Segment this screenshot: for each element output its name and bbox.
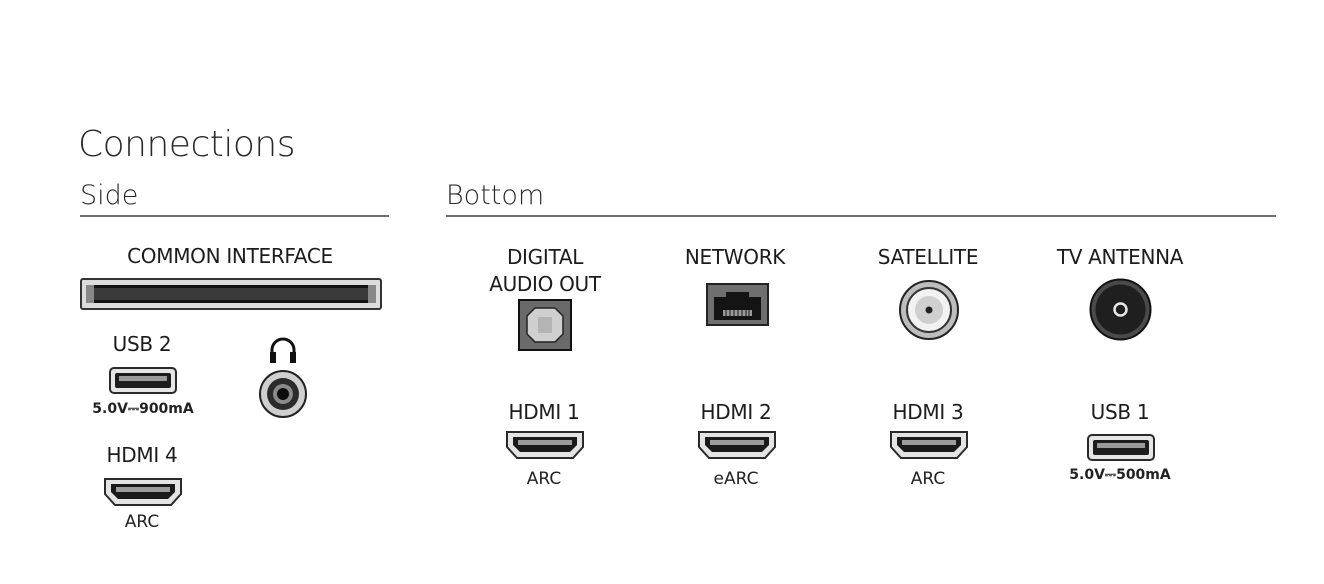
ethernet-port-icon xyxy=(706,283,769,326)
hdmi1-label: HDMI 1 xyxy=(508,400,580,424)
page-title: Connections xyxy=(78,124,295,165)
side-divider xyxy=(80,215,389,217)
hdmi1-mode: ARC xyxy=(526,469,562,489)
satellite-port-icon xyxy=(898,279,960,341)
usb1-power-spec: 5.0V⎓500mA xyxy=(1069,467,1171,483)
hdmi2-label: HDMI 2 xyxy=(700,400,772,424)
optical-port-icon xyxy=(518,299,572,351)
hdmi-port-icon xyxy=(504,429,586,461)
hdmi2-mode: eARC xyxy=(713,469,759,489)
hdmi3-label: HDMI 3 xyxy=(892,400,964,424)
section-heading-side: Side xyxy=(80,180,139,211)
hdmi4-mode: ARC xyxy=(124,512,160,532)
hdmi3-mode: ARC xyxy=(910,469,946,489)
satellite-label: SATELLITE xyxy=(877,245,979,269)
usb1-label: USB 1 xyxy=(1090,400,1150,424)
audio-jack-icon xyxy=(258,369,308,419)
section-heading-bottom: Bottom xyxy=(446,180,545,211)
antenna-port-icon xyxy=(1089,278,1152,341)
hdmi4-label: HDMI 4 xyxy=(106,443,178,467)
hdmi-port-icon xyxy=(696,429,778,461)
network-label: NETWORK xyxy=(684,245,786,269)
bottom-divider xyxy=(446,215,1276,217)
usb-port-icon xyxy=(1087,434,1155,461)
ci-slot-icon xyxy=(80,278,382,310)
hdmi-port-icon xyxy=(888,429,970,461)
tv-antenna-label: TV ANTENNA xyxy=(1056,245,1184,269)
usb2-power-spec: 5.0V⎓900mA xyxy=(92,401,194,417)
digital-audio-out-label-line2: AUDIO OUT xyxy=(489,272,601,296)
common-interface-label: COMMON INTERFACE xyxy=(127,244,333,268)
headphones-icon xyxy=(268,336,298,364)
usb2-label: USB 2 xyxy=(112,332,172,356)
usb-port-icon xyxy=(109,367,177,394)
digital-audio-out-label-line1: DIGITAL xyxy=(506,245,584,269)
hdmi-port-icon xyxy=(102,476,184,508)
